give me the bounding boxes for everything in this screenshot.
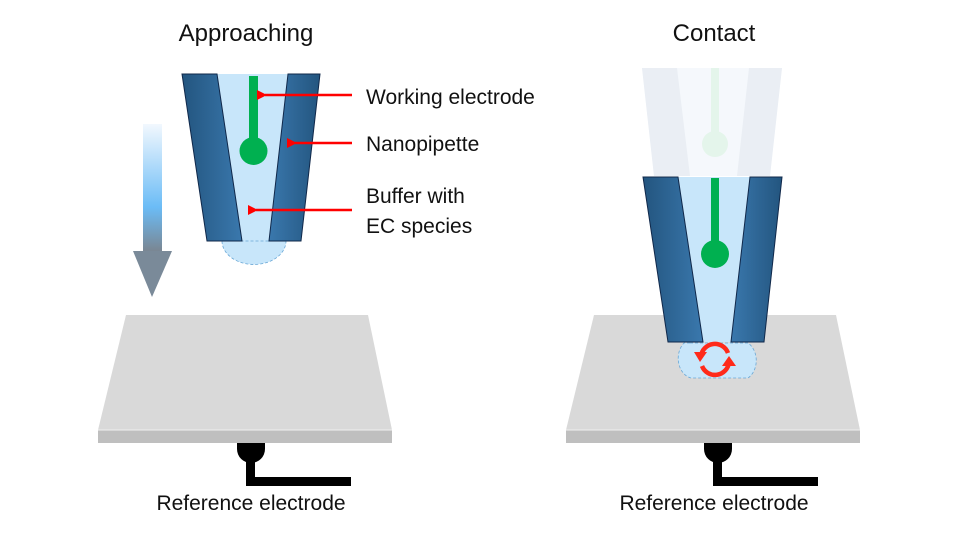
contact-panel: Contact: [566, 20, 860, 515]
approaching-panel: Approaching Working electrode Nanopipett…: [98, 20, 535, 515]
pipette-wall-right: [268, 73, 321, 242]
contact-working-electrode-tip: [701, 240, 729, 268]
nanopipette: [181, 73, 321, 265]
redox-cycle-icon: [694, 341, 736, 378]
label-buffer-line1: Buffer with: [366, 185, 465, 208]
contact-reference-label: Reference electrode: [619, 492, 808, 515]
substrate-surface: [98, 315, 392, 443]
approach-direction-arrow: [133, 124, 172, 297]
approaching-reference-label: Reference electrode: [156, 492, 345, 515]
working-electrode-wire: [249, 76, 258, 148]
buffer-droplet: [221, 240, 287, 265]
working-electrode-tip: [239, 137, 268, 165]
contact-working-electrode-wire: [711, 178, 719, 246]
contact-reference-electrode-connector: [704, 443, 818, 486]
reference-electrode-connector: [237, 443, 351, 486]
contact-pipette-wall-left: [642, 176, 704, 343]
label-buffer-line2: EC species: [366, 215, 472, 238]
contact-title: Contact: [673, 20, 756, 47]
approaching-title: Approaching: [179, 20, 314, 47]
pipette-wall-left: [181, 73, 243, 242]
contact-nanopipette: [642, 176, 783, 343]
contact-meniscus: [677, 342, 757, 379]
ghost-pipette: [642, 68, 782, 176]
contact-pipette-wall-right: [730, 176, 783, 343]
label-nanopipette: Nanopipette: [366, 133, 479, 156]
label-working-electrode: Working electrode: [366, 86, 535, 109]
